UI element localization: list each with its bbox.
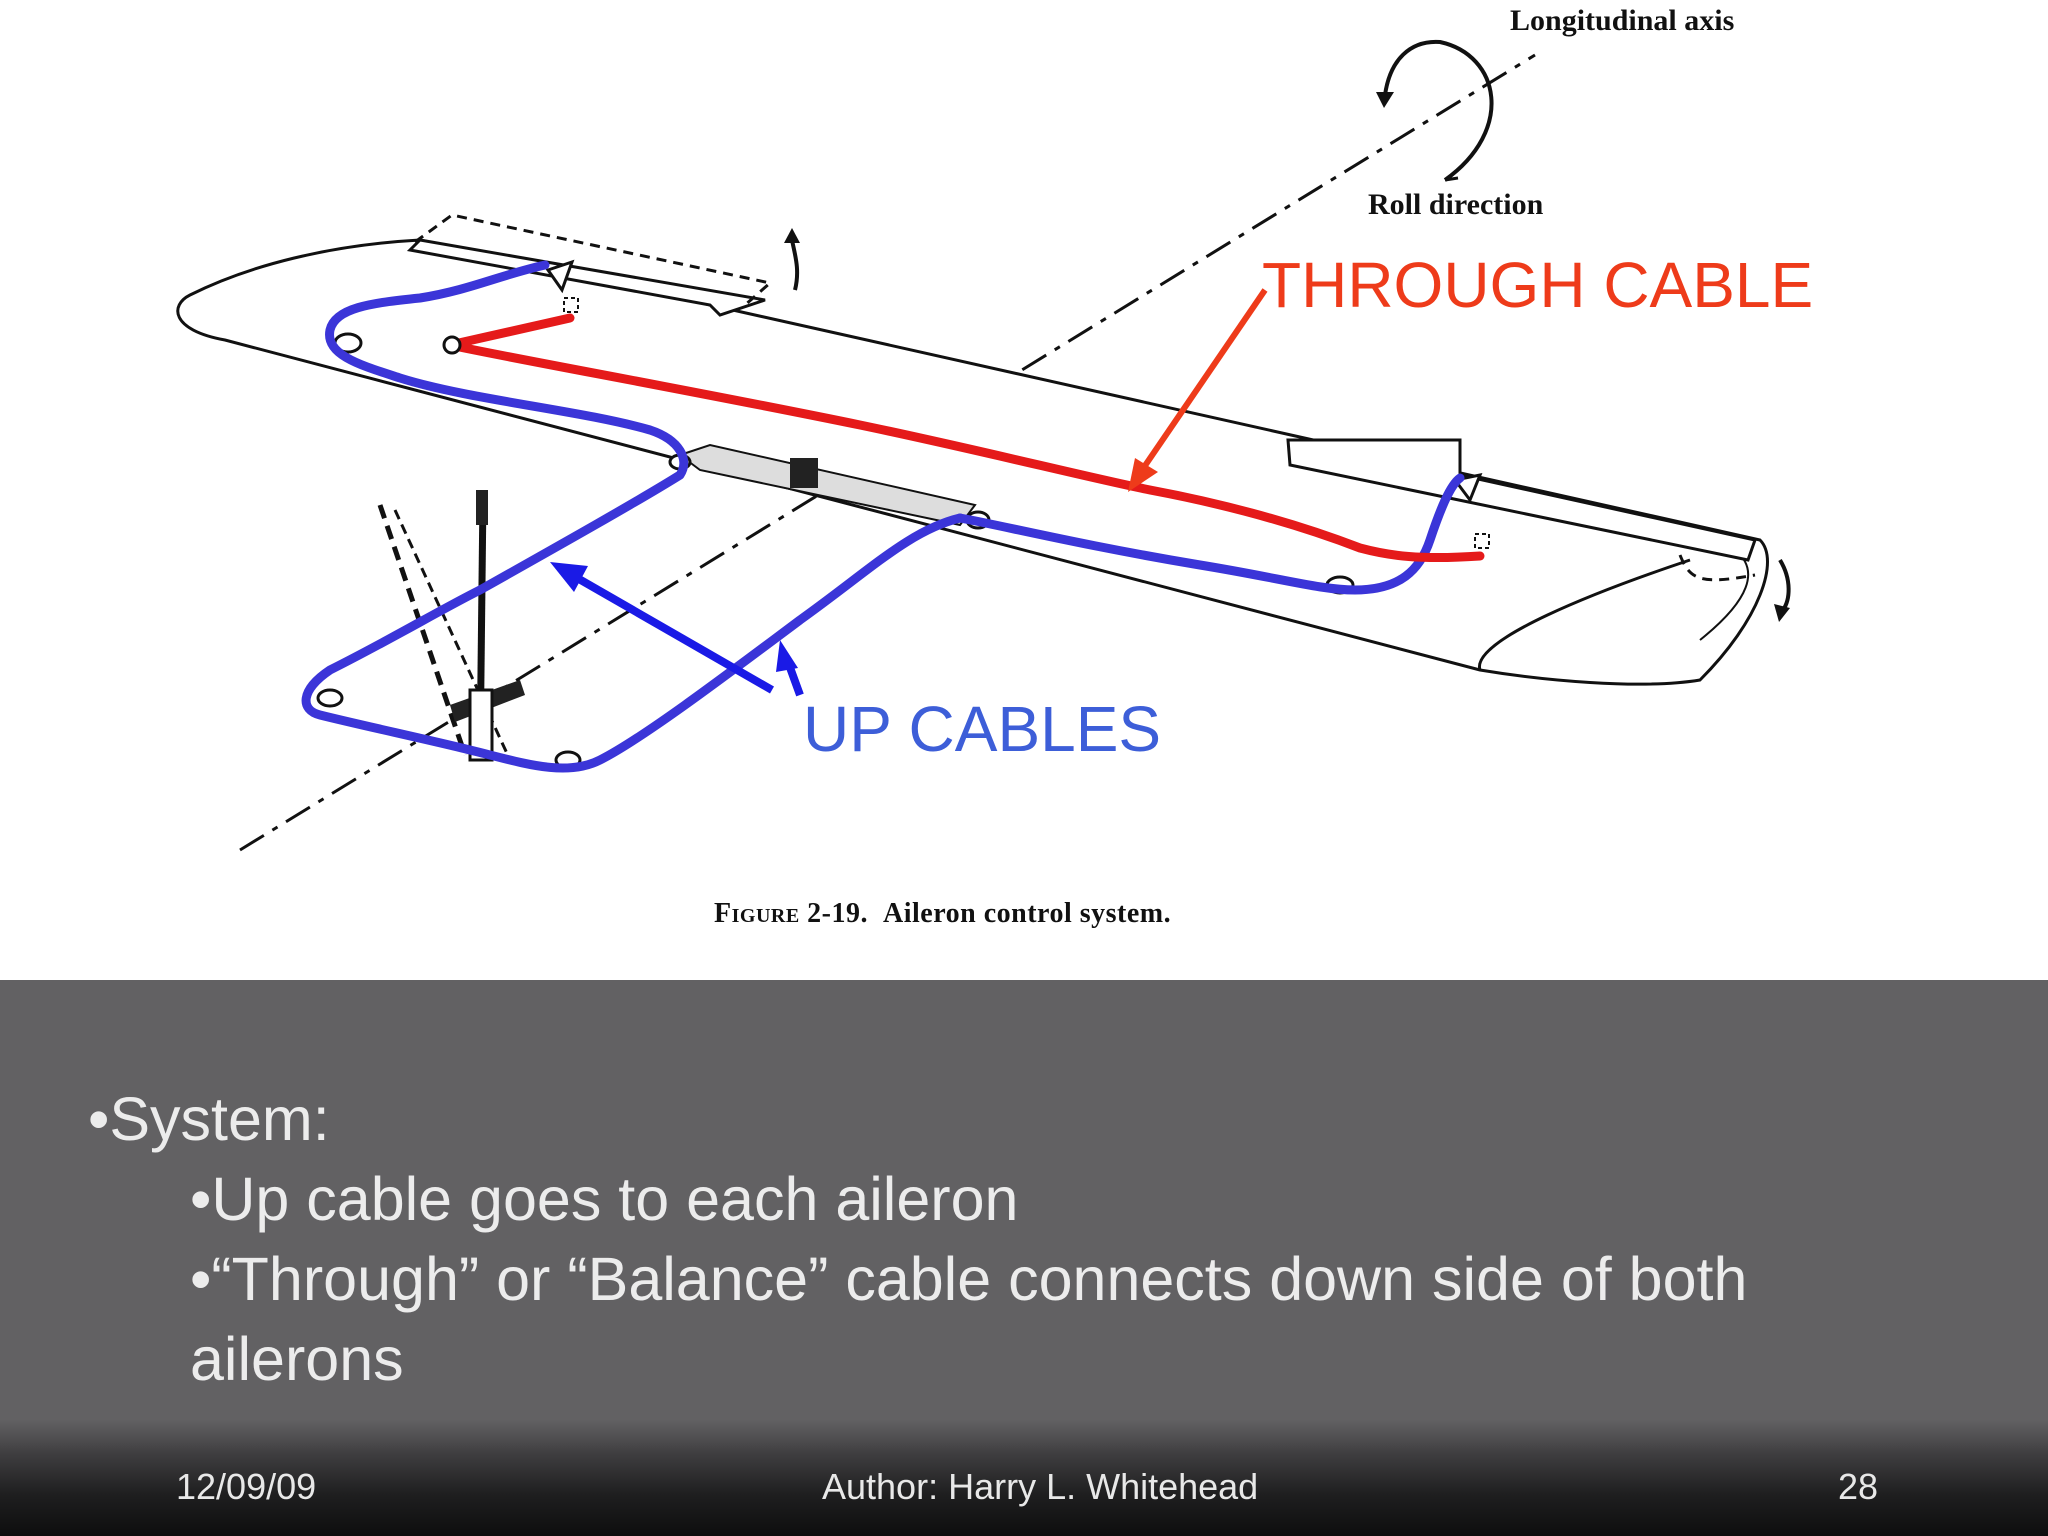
control-stick [377,490,525,762]
footer-page-number: 28 [1838,1466,1879,1507]
figure-caption-text: Aileron control system. [883,898,1172,929]
up-cable-right [955,473,1465,595]
wing-outline [176,238,1769,686]
up-cable-left [301,260,965,773]
pulley-stick-left [316,688,344,708]
figure-number: Figure 2-19. [714,898,868,929]
aileron-diagram: Longitudinal axis Roll direction THROUGH… [176,4,1814,930]
bullet-through-cable: •“Through” or “Balance” cable connects d… [190,1245,1748,1313]
bullet-through-cable-continued: ailerons [190,1325,404,1393]
slide-footer: 12/09/09 Author: Harry L. Whitehead 28 [0,1420,2048,1536]
through-cable-label: THROUGH CABLE [1262,249,1814,321]
figure-caption: Figure 2-19. Aileron control system. [714,898,1171,930]
bullet-up-cable: •Up cable goes to each aileron [190,1165,1019,1233]
bullet-system: •System: [88,1085,330,1153]
footer-author: Author: Harry L. Whitehead [822,1466,1259,1507]
through-cable [445,313,1485,563]
bullet-panel: •System: •Up cable goes to each aileron … [0,980,2048,1420]
aileron-diagram-drawing [176,39,1791,852]
left-aileron [406,238,766,317]
right-aileron [1286,438,1757,562]
longitudinal-axis-label: Longitudinal axis [1510,4,1735,37]
through-cable-pointer [1139,288,1268,472]
roll-direction-label: Roll direction [1368,188,1544,221]
roll-arrowhead [1376,92,1394,108]
footer-date: 12/09/09 [176,1466,317,1507]
up-cables-label: UP CABLES [803,693,1162,765]
roll-direction-arrow [1383,39,1494,182]
up-cables-pointer-left [570,571,774,694]
